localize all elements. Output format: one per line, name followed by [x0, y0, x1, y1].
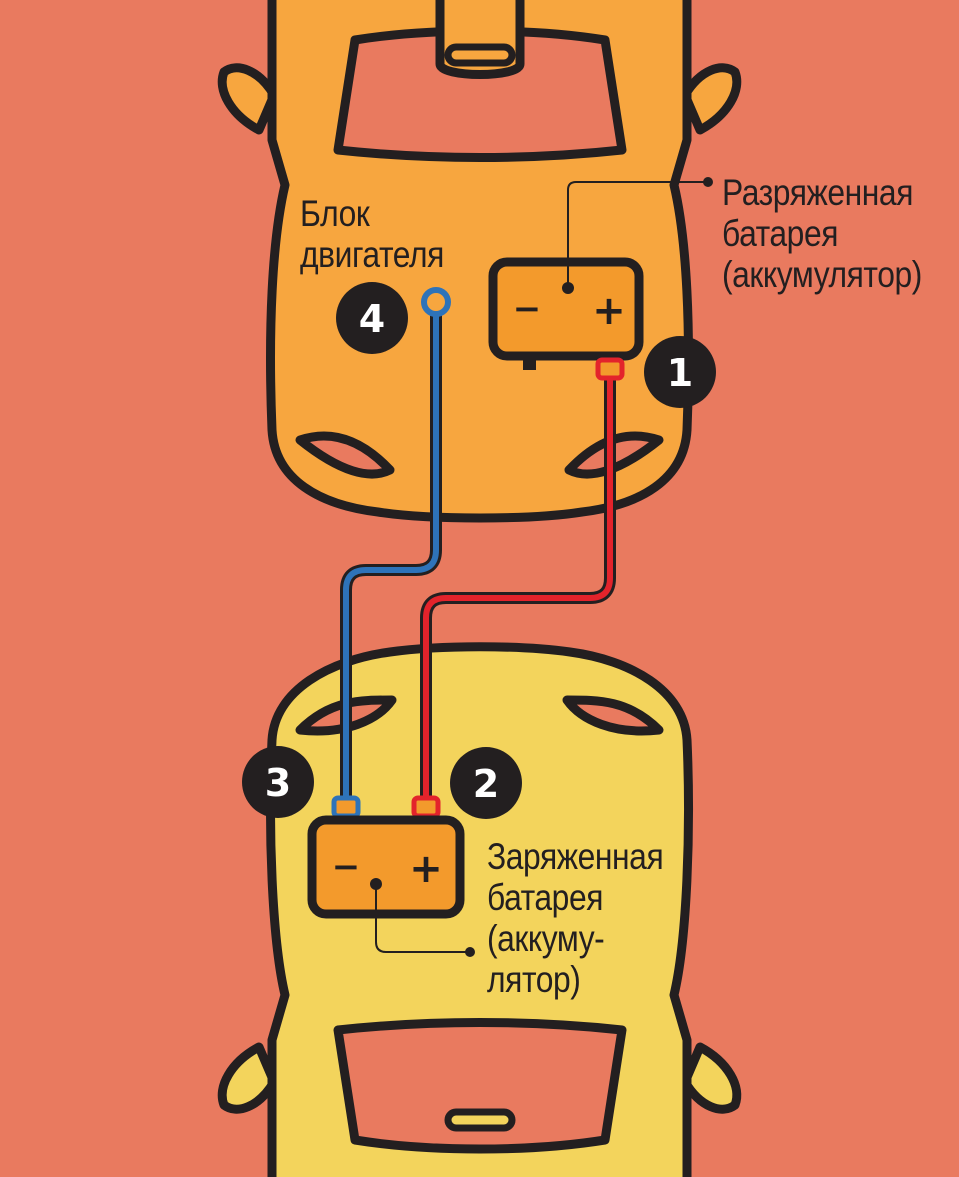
donor-car-bottom: [217, 642, 742, 1177]
svg-text:4: 4: [359, 297, 385, 341]
plus-sign: +: [409, 846, 443, 892]
svg-text:2: 2: [473, 762, 499, 806]
charged-battery-label: Заряженная батарея (аккуму- лятор): [487, 836, 664, 1000]
minus-sign: −: [513, 289, 542, 329]
svg-text:3: 3: [265, 761, 291, 805]
plus-sign: +: [592, 288, 626, 334]
step-badge-2: 2: [450, 747, 522, 819]
discharged-battery-positive-terminal: [595, 357, 625, 381]
charged-battery-positive-terminal: [411, 795, 441, 819]
engine-block-ground-point: [421, 287, 451, 317]
discharged-battery: − +: [488, 177, 713, 381]
charged-battery: − +: [307, 795, 475, 957]
engine-block-label: Блок двигателя: [300, 193, 444, 275]
discharged-battery-label: Разряженная батарея (аккумулятор): [722, 172, 922, 295]
charged-battery-negative-terminal: [331, 795, 361, 819]
jumper-cables: [340, 287, 616, 800]
step-badge-4: 4: [336, 282, 408, 354]
donor-less-car-top: [217, 0, 742, 523]
step-badge-1: 1: [644, 336, 716, 408]
minus-sign: −: [332, 847, 361, 887]
svg-text:1: 1: [667, 351, 693, 395]
step-badge-3: 3: [242, 746, 314, 818]
